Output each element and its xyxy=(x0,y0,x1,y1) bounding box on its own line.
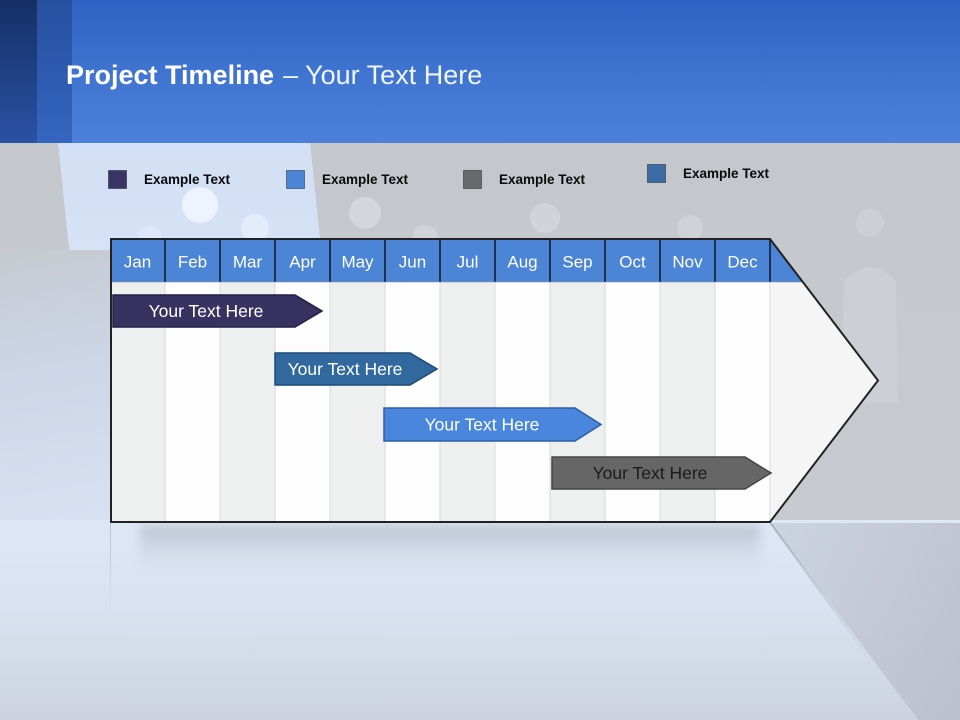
legend-label: Example Text xyxy=(499,172,586,187)
table-left-edge-reflection xyxy=(110,524,111,619)
background-left-strip xyxy=(0,250,112,525)
month-label: Oct xyxy=(619,253,646,272)
task-bar-label: Your Text Here xyxy=(149,301,264,321)
slide-title[interactable]: Project Timeline – Your Text Here xyxy=(66,60,482,91)
task-bar-1[interactable]: Your Text Here xyxy=(112,294,324,328)
legend-item[interactable]: Example Text xyxy=(286,170,408,189)
month-label: Jun xyxy=(399,253,426,272)
month-label: Mar xyxy=(233,253,263,272)
legend-label: Example Text xyxy=(322,172,409,187)
month-label: Dec xyxy=(727,253,758,272)
slide-title-placeholder: – Your Text Here xyxy=(283,60,483,90)
month-label: Jan xyxy=(124,253,151,272)
header-accent-stripe-medium xyxy=(37,0,72,143)
legend-swatch-icon xyxy=(108,170,127,189)
legend-item[interactable]: Example Text xyxy=(463,170,585,189)
task-bar-label: Your Text Here xyxy=(288,359,403,379)
month-label: Apr xyxy=(289,253,316,272)
legend-swatch-icon xyxy=(463,170,482,189)
header-accent-stripe-dark xyxy=(0,0,37,143)
task-bar-label: Your Text Here xyxy=(425,415,540,435)
task-bar-4[interactable]: Your Text Here xyxy=(551,456,773,490)
month-label: May xyxy=(341,253,374,272)
legend-label: Example Text xyxy=(144,172,231,187)
month-label: Jul xyxy=(457,253,479,272)
task-bar-shape xyxy=(551,456,773,490)
month-label: Feb xyxy=(178,253,207,272)
task-bar-label: Your Text Here xyxy=(593,463,708,483)
legend-item[interactable]: Example Text xyxy=(108,170,230,189)
legend-item[interactable]: Example Text xyxy=(647,164,769,183)
task-bar-2[interactable]: Your Text Here xyxy=(274,352,439,386)
month-label: Nov xyxy=(672,253,703,272)
legend-label: Example Text xyxy=(683,166,770,181)
month-label: Aug xyxy=(507,253,537,272)
month-label: Sep xyxy=(562,253,592,272)
arrow-outline xyxy=(110,238,880,523)
legend-swatch-icon xyxy=(286,170,305,189)
timeline-chart: Jan Feb Mar Apr May Jun Jul Aug Sep Oct … xyxy=(110,238,880,523)
task-bar-shape xyxy=(383,407,603,442)
title-bar: Project Timeline – Your Text Here xyxy=(0,0,960,143)
slide-title-main: Project Timeline xyxy=(66,60,275,90)
table-reflection xyxy=(140,525,760,571)
legend-swatch-icon xyxy=(647,164,666,183)
task-bar-3[interactable]: Your Text Here xyxy=(383,407,603,442)
